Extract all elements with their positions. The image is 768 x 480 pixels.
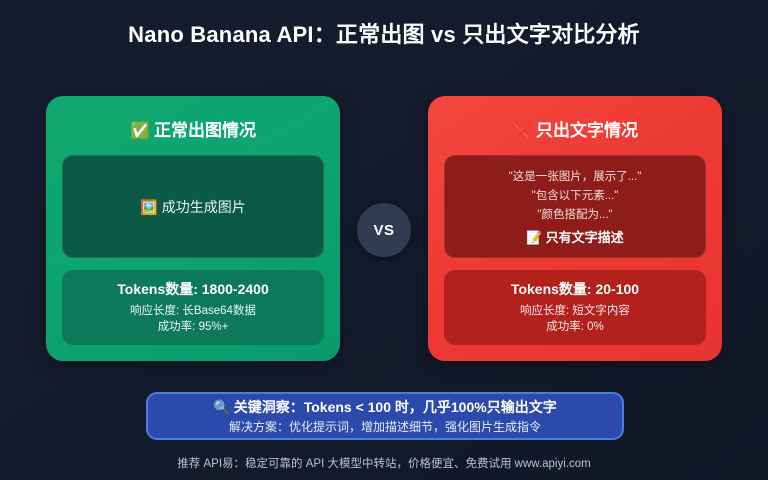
fail-preview-summary-label: 只有文字描述 [545, 229, 624, 245]
magnifying-glass-icon: 🔍 [213, 398, 231, 415]
fail-stats-box: Tokens数量: 20-100 响应长度: 短文字内容 成功率: 0% [444, 270, 706, 345]
fail-quote-3: "颜色搭配为..." [537, 208, 613, 221]
vs-badge: VS [357, 203, 411, 257]
framed-picture-icon: 🖼️ [140, 198, 158, 215]
cross-mark-icon: ❌ [512, 123, 532, 140]
page-title: Nano Banana API：正常出图 vs 只出文字对比分析 [128, 22, 640, 47]
check-mark-icon: ✅ [130, 123, 150, 140]
success-panel: ✅正常出图情况 🖼️成功生成图片 Tokens数量: 1800-2400 响应长… [46, 96, 340, 361]
fail-stat-success-rate: 成功率: 0% [546, 321, 604, 333]
fail-quote-2: "包含以下元素..." [531, 189, 619, 202]
key-insight-main: 🔍关键洞察：Tokens < 100 时，几乎100%只输出文字 [213, 398, 556, 416]
fail-panel-header-label: 只出文字情况 [535, 121, 638, 140]
key-insight-banner: 🔍关键洞察：Tokens < 100 时，几乎100%只输出文字 解决方案：优化… [146, 392, 624, 440]
fail-panel: ❌只出文字情况 "这是一张图片，展示了..." "包含以下元素..." "颜色搭… [428, 96, 722, 361]
fail-stat-response-length: 响应长度: 短文字内容 [520, 305, 630, 317]
fail-tokens-headline: Tokens数量: 20-100 [510, 281, 640, 297]
fail-preview-box: "这是一张图片，展示了..." "包含以下元素..." "颜色搭配为..." 📝… [444, 155, 706, 258]
memo-icon: 📝 [526, 229, 543, 245]
key-insight-solution: 解决方案：优化提示词，增加描述细节，强化图片生成指令 [228, 419, 541, 434]
success-panel-header-label: 正常出图情况 [153, 121, 256, 140]
success-stat-response-length: 响应长度: 长Base64数据 [130, 305, 256, 317]
fail-panel-header: ❌只出文字情况 [444, 116, 706, 141]
success-preview-label: 成功生成图片 [161, 198, 246, 215]
success-panel-header: ✅正常出图情况 [62, 116, 324, 141]
success-stats-box: Tokens数量: 1800-2400 响应长度: 长Base64数据 成功率:… [62, 270, 324, 345]
success-tokens-headline: Tokens数量: 1800-2400 [117, 281, 269, 297]
success-preview-line: 🖼️成功生成图片 [140, 197, 245, 217]
fail-quote-1: "这是一张图片，展示了..." [508, 170, 642, 183]
success-preview-box: 🖼️成功生成图片 [62, 155, 324, 258]
success-stat-success-rate: 成功率: 95%+ [157, 321, 229, 333]
key-insight-main-label: 关键洞察：Tokens < 100 时，几乎100%只输出文字 [233, 398, 557, 415]
fail-preview-summary: 📝只有文字描述 [526, 227, 623, 246]
footer-credit: 推荐 API易：稳定可靠的 API 大模型中转站，价格便宜、免费试用 www.a… [177, 458, 591, 470]
